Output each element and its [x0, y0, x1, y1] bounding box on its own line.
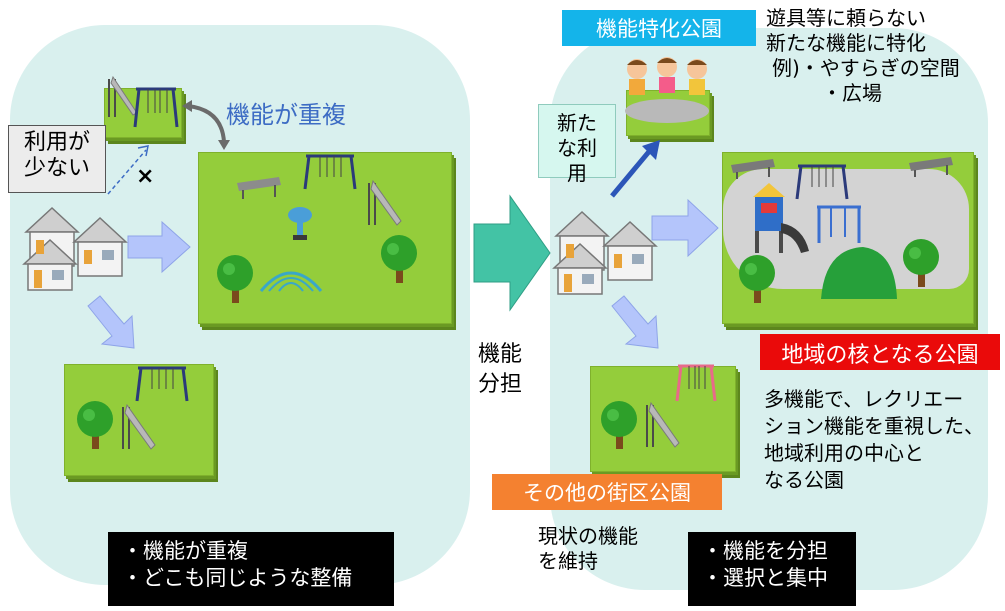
arrow-right-icon: [127, 220, 191, 274]
play-structure-icon: [753, 183, 809, 253]
summary-line: ・どこも同じような整備: [122, 566, 353, 591]
bench-icon: [909, 157, 953, 177]
core-park: [722, 152, 974, 324]
desc-line: 遊具等に頼らない: [766, 6, 926, 30]
tree-icon: [739, 255, 775, 303]
swing-icon: [135, 366, 189, 402]
tree-icon: [903, 239, 939, 287]
summary-line: ・機能が重複: [122, 539, 248, 563]
other-park: [590, 364, 736, 472]
cross-mark: ×: [136, 164, 155, 189]
tree-icon: [601, 401, 637, 449]
desc-line: 例)・やすらぎの空間: [772, 56, 960, 80]
tree-icon: [77, 401, 113, 449]
big-arrow-icon: [473, 194, 551, 312]
slide-icon: [368, 179, 402, 226]
few-users-box: 利用が少ない: [8, 125, 106, 193]
dashed-arrow-icon: [107, 145, 149, 195]
new-use-box: 新たな利用: [538, 104, 616, 185]
desc-line: 現状の機能: [538, 524, 638, 548]
overlap-arrow-icon: [182, 100, 230, 150]
houses-icon: [22, 206, 128, 291]
left-summary-box: ・機能が重複 ・どこも同じような整備: [108, 532, 394, 606]
swing-icon: [675, 364, 717, 402]
few-users-label: 利用が少ない: [23, 130, 90, 182]
right-summary-box: ・機能を分担 ・選択と集中: [688, 532, 856, 606]
desc-line: を維持: [538, 549, 598, 573]
new-use-label: 新たな利用: [557, 111, 597, 185]
spring-rider-icon: [288, 207, 312, 240]
small-park: [104, 75, 182, 138]
children-icon: [625, 57, 709, 123]
overlap-label: 機能が重複: [226, 101, 346, 129]
desc-line: 多機能で、レクリエー: [764, 387, 964, 411]
other-park-tag: その他の街区公園: [492, 474, 722, 510]
special-park-desc: 遊具等に頼らない 新たな機能に特化 例)・やすらぎの空間 ・広場: [766, 6, 960, 106]
grass-mound-icon: [821, 247, 897, 299]
special-park-tag: 機能特化公園: [562, 10, 756, 46]
core-park-desc: 多機能で、レクリエー ション機能を重視した、 地域利用の中心と なる公園: [764, 386, 984, 494]
core-park-tag: 地域の核となる公園: [760, 334, 1000, 370]
swing-icon: [133, 87, 179, 128]
slide-icon: [108, 75, 138, 117]
climbing-dome-icon: [259, 271, 323, 292]
summary-line: ・機能を分担: [702, 539, 828, 563]
desc-line: 新たな機能に特化: [766, 31, 926, 55]
share-label: 機能分担: [478, 342, 523, 397]
arrow-right-icon: [651, 198, 719, 258]
desc-line: なる公園: [764, 468, 844, 492]
arrow-down-right-icon: [611, 295, 659, 349]
swing-icon: [303, 154, 357, 190]
tree-icon: [381, 235, 417, 283]
summary-line: ・選択と集中: [702, 566, 828, 591]
arrow-up-right-icon: [610, 140, 660, 198]
big-park: [198, 152, 452, 324]
tree-icon: [217, 255, 253, 303]
bench-icon: [237, 177, 281, 199]
slide-icon: [122, 403, 156, 450]
houses-icon: [552, 210, 658, 295]
other-park-desc: 現状の機能 を維持: [538, 524, 638, 574]
slide-icon: [646, 401, 680, 448]
desc-line: ・広場: [822, 81, 882, 105]
swing-icon: [795, 164, 849, 200]
arrow-down-right-icon: [87, 295, 135, 349]
special-park: [625, 57, 710, 136]
bench-icon: [731, 159, 775, 179]
desc-line: ション機能を重視した、: [764, 414, 984, 438]
bottom-park: [64, 364, 214, 476]
desc-line: 地域利用の中心と: [764, 441, 924, 465]
monkey-bars-icon: [817, 205, 861, 243]
